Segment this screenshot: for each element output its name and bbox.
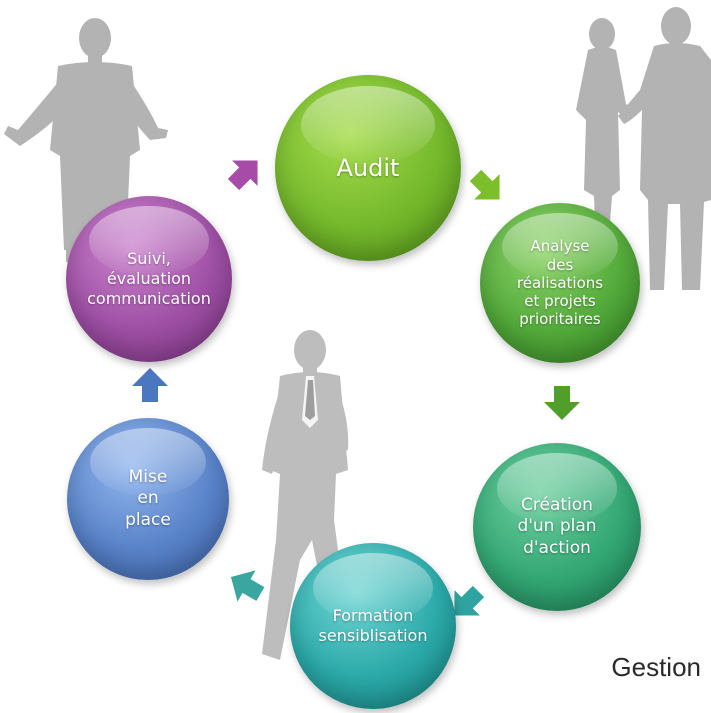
arrow-audit-to-analyse — [462, 162, 513, 213]
analyse-label: Analyse des réalisations et projets prio… — [516, 237, 604, 329]
creation-label: Création d'un plan d'action — [517, 495, 597, 558]
mise-node: Mise en place — [67, 418, 229, 580]
arrow-analyse-to-creation — [544, 386, 580, 420]
arrow-suivi-to-audit — [220, 147, 271, 198]
audit-label: Audit — [336, 154, 400, 182]
mise-label: Mise en place — [125, 467, 171, 530]
arrow-formation-to-mise — [221, 561, 270, 610]
formation-label: Formation sensiblisation — [318, 606, 428, 645]
gestion-label: Gestion — [611, 652, 701, 682]
creation-node: Création d'un plan d'action — [473, 443, 641, 611]
audit-node: Audit — [275, 75, 461, 261]
suivi-node: Suivi, évaluation communication — [66, 196, 232, 362]
suivi-label: Suivi, évaluation communication — [87, 249, 211, 308]
arrow-mise-to-suivi — [132, 368, 168, 402]
conversation-pair-silhouette — [576, 7, 711, 290]
analyse-node: Analyse des réalisations et projets prio… — [480, 203, 640, 363]
formation-node: Formation sensiblisation — [290, 543, 456, 709]
